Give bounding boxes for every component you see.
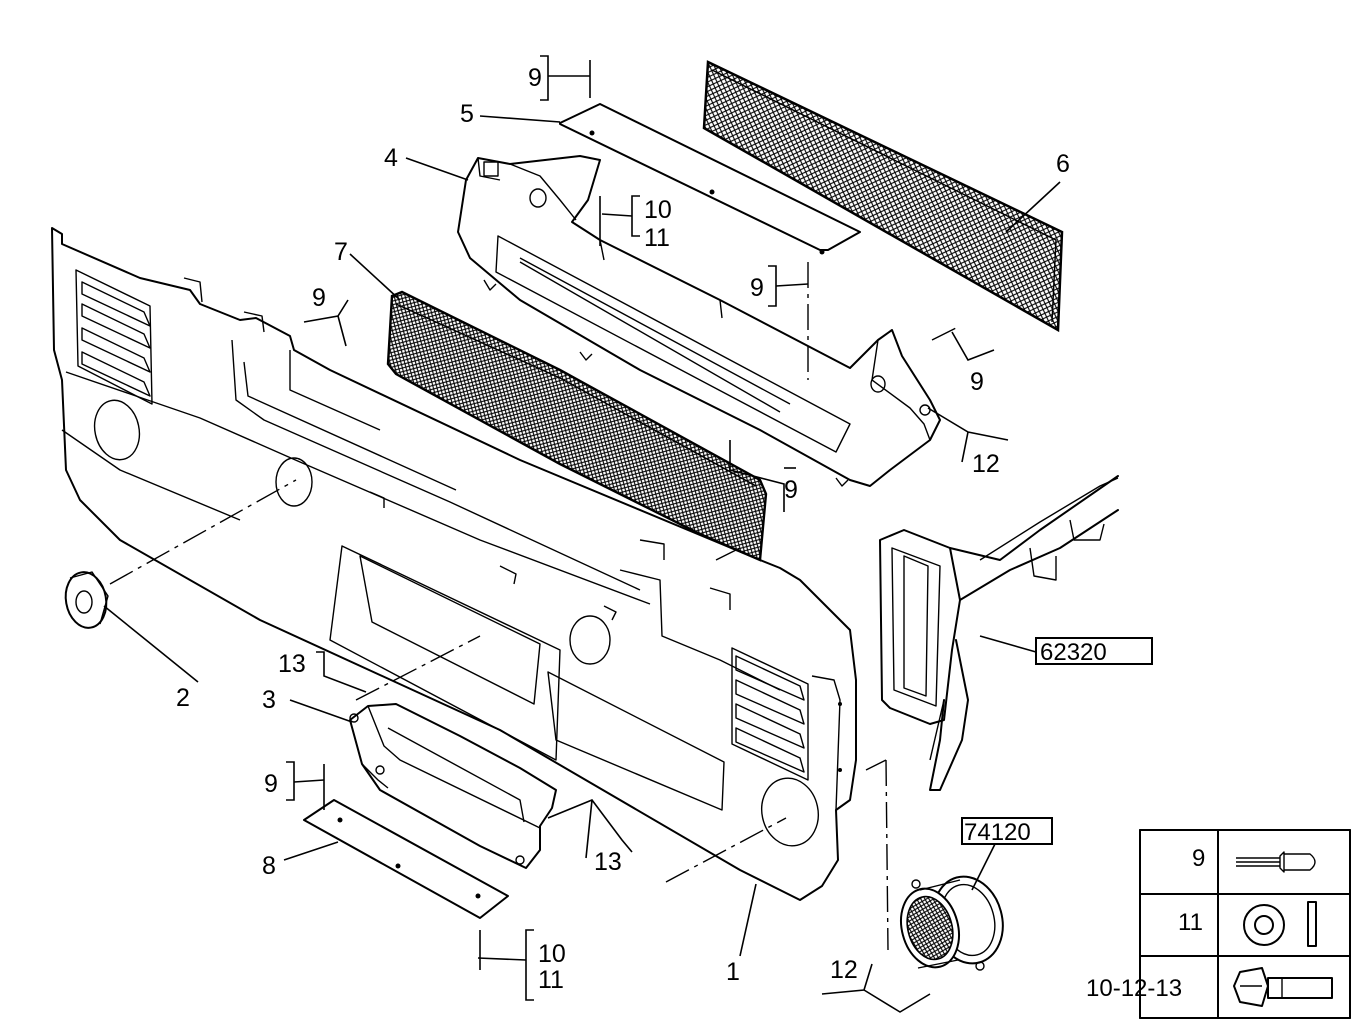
rivet-icon — [1236, 851, 1316, 873]
part-5-upper-plate — [559, 103, 861, 255]
callout-2: 2 — [176, 684, 190, 712]
callout-9-center: 9 — [784, 476, 798, 504]
part-7-lower-mesh-grille — [386, 290, 768, 562]
callout-11-lower: 11 — [538, 966, 564, 994]
ref-62320-label: 62320 — [1040, 639, 1107, 666]
callout-3: 3 — [262, 686, 276, 714]
part-1-main-panel — [51, 227, 857, 901]
callout-12-bottom: 12 — [830, 956, 858, 984]
reference-box-62320: 62320 — [1035, 637, 1153, 666]
ref-62320-side-bracket — [879, 475, 1119, 791]
callout-9-right: 9 — [970, 368, 984, 396]
ref-74120-label: 74120 — [964, 819, 1031, 846]
callout-labels: 1 2 3 4 5 6 7 8 9 10 11 9 9 9 12 9 13 13… — [176, 64, 1070, 994]
legend-row-1-label: 9 — [1192, 845, 1205, 872]
bolt-icon — [1233, 967, 1333, 1007]
legend-row-3-label: 10-12-13 — [1086, 975, 1182, 1002]
callout-13-lower: 13 — [594, 848, 622, 876]
callout-10-lower: 10 — [538, 940, 566, 968]
callout-8: 8 — [262, 852, 276, 880]
callout-9-left: 9 — [312, 284, 326, 312]
part-2-round-cap — [64, 571, 109, 629]
centre-lines — [109, 262, 961, 951]
callout-6: 6 — [1056, 150, 1070, 178]
callout-10-upper: 10 — [644, 196, 672, 224]
callout-4: 4 — [384, 144, 398, 172]
callout-9-plate: 9 — [750, 274, 764, 302]
ref-74120-round-grille — [900, 875, 1004, 971]
callout-11-upper: 11 — [644, 224, 670, 252]
callout-9-lower: 9 — [264, 770, 278, 798]
part-3-lower-bracket — [349, 703, 557, 869]
callout-5: 5 — [460, 100, 474, 128]
callout-9-top: 9 — [528, 64, 542, 92]
leader-lines — [103, 55, 1061, 1013]
callout-13-upper: 13 — [278, 650, 306, 678]
part-6-upper-mesh-grille — [702, 60, 1064, 333]
callout-7: 7 — [334, 238, 348, 266]
legend-row-2-label: 11 — [1178, 909, 1203, 936]
reference-box-74120: 74120 — [961, 817, 1053, 846]
washer-icon — [1243, 901, 1317, 947]
fastener-legend: 9 11 10-12-13 — [1086, 829, 1351, 1019]
part-4-upper-cover — [457, 155, 941, 487]
callout-1: 1 — [726, 958, 740, 986]
callout-12-right: 12 — [972, 450, 1000, 478]
